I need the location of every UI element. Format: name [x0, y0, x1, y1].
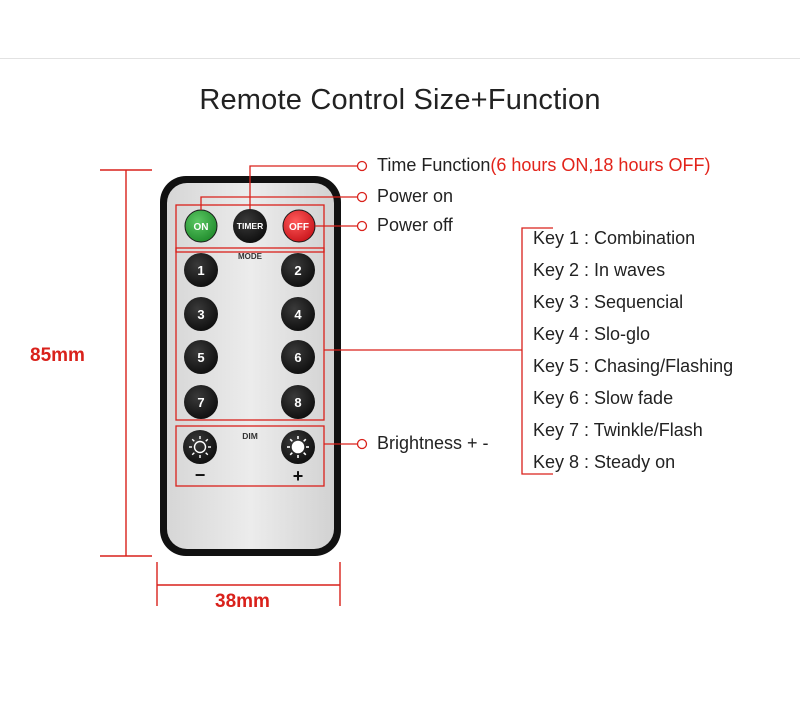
key-function-item: Key 8 : Steady on — [533, 452, 676, 472]
plus-label: + — [293, 466, 304, 486]
timer-button[interactable]: TIMER — [233, 209, 267, 243]
width-dimension — [156, 562, 341, 606]
key-6-button[interactable]: 6 — [281, 340, 315, 374]
key-function-item: Key 1 : Combination — [533, 228, 696, 248]
timer-callout-label: Time Function — [377, 155, 491, 175]
power-on-callout-line — [200, 191, 368, 210]
key-function-item: Key 4 : Slo-glo — [533, 324, 651, 344]
brightness-up-button[interactable] — [281, 430, 315, 464]
key-function-item: Key 6 : Slow fade — [533, 388, 674, 408]
timer-callout-detail: (6 hours ON,18 hours OFF) — [490, 155, 711, 175]
key-8-button[interactable]: 8 — [281, 385, 315, 419]
timer-callout-line — [249, 160, 368, 209]
svg-text:2: 2 — [294, 263, 301, 278]
key-panel — [175, 247, 325, 421]
timer-callout: Time Function(6 hours ON,18 hours OFF) — [377, 155, 710, 176]
svg-text:ON: ON — [194, 222, 209, 233]
key-function-item: Key 7 : Twinkle/Flash — [533, 420, 703, 440]
power-on-callout: Power on — [377, 186, 454, 206]
svg-text:4: 4 — [294, 307, 302, 322]
height-dimension-label: 85mm — [30, 345, 85, 366]
power-off-callout: Power off — [377, 215, 453, 235]
dim-label: DIM — [242, 431, 258, 441]
svg-text:OFF: OFF — [289, 222, 309, 233]
svg-text:6: 6 — [294, 350, 301, 365]
power-off-callout-line — [315, 220, 368, 232]
page-title: Remote Control Size+Function — [199, 84, 601, 116]
brightness-callout: Brightness + - — [377, 433, 489, 453]
key-5-button[interactable]: 5 — [184, 340, 218, 374]
key-function-list: Key 1 : Combination Key 2 : In waves Key… — [533, 226, 733, 482]
brightness-callout-line — [324, 438, 368, 450]
key-7-button[interactable]: 7 — [184, 385, 218, 419]
svg-text:1: 1 — [197, 263, 204, 278]
key-1-button[interactable]: 1 — [184, 253, 218, 287]
key-4-button[interactable]: 4 — [281, 297, 315, 331]
top-divider — [0, 58, 800, 59]
svg-text:7: 7 — [197, 395, 204, 410]
minus-label: − — [195, 465, 206, 485]
key-2-button[interactable]: 2 — [281, 253, 315, 287]
key-function-item: Key 3 : Sequencial — [533, 292, 684, 312]
svg-text:3: 3 — [197, 307, 204, 322]
brightness-panel — [175, 425, 325, 487]
off-button[interactable]: OFF — [282, 209, 316, 243]
height-dimension — [100, 169, 152, 557]
sun-outline-icon — [189, 436, 211, 458]
svg-text:5: 5 — [197, 350, 204, 365]
width-dimension-label: 38mm — [215, 591, 270, 612]
key-function-item: Key 2 : In waves — [533, 260, 666, 280]
key-functions-bracket — [324, 227, 553, 475]
svg-text:TIMER: TIMER — [237, 221, 263, 231]
brightness-down-button[interactable] — [183, 430, 217, 464]
key-function-item: Key 5 : Chasing/Flashing — [533, 356, 734, 376]
key-3-button[interactable]: 3 — [184, 297, 218, 331]
on-button[interactable]: ON — [184, 209, 218, 243]
sun-filled-icon — [287, 436, 309, 458]
mode-label: MODE — [238, 252, 263, 261]
svg-text:8: 8 — [294, 395, 301, 410]
